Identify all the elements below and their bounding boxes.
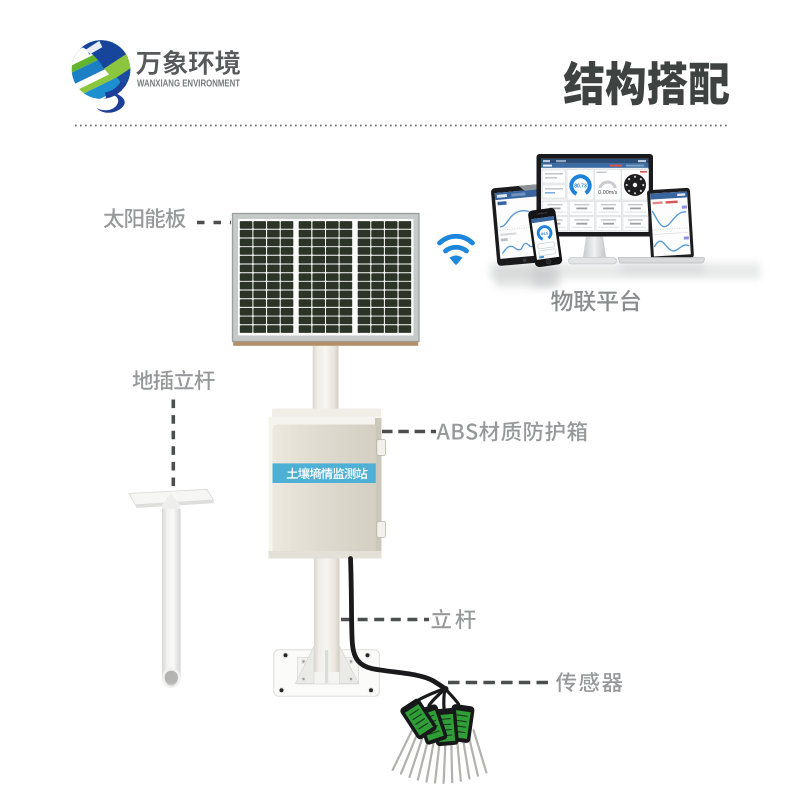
svg-text:0.00m/s: 0.00m/s — [598, 190, 617, 196]
svg-text:80.73: 80.73 — [574, 184, 587, 190]
svg-text:84.5: 84.5 — [541, 231, 548, 236]
svg-text:WANXIANG ENVIRONMENT: WANXIANG ENVIRONMENT — [137, 78, 240, 89]
